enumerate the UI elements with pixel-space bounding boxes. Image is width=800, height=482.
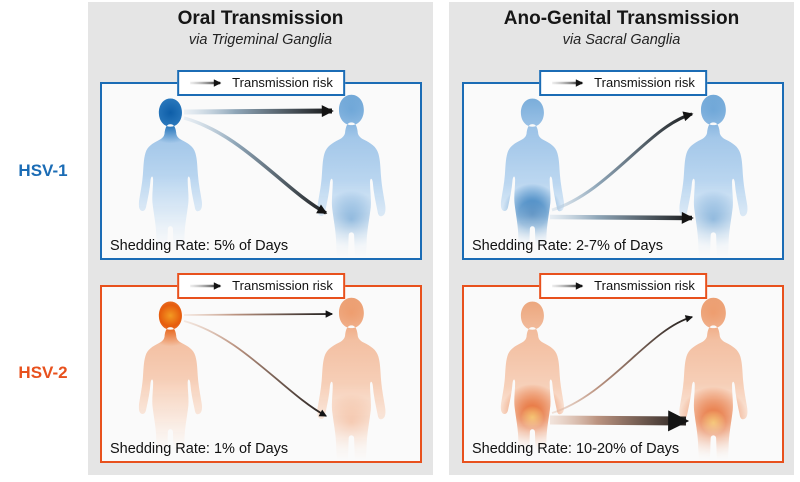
panel-hsv2-anogenital: Transmission risk Shedding Rate: 10-20% … bbox=[462, 273, 784, 463]
person-source-figure bbox=[138, 301, 202, 453]
panel-hsv1-anogenital: Transmission risk Shedding Rate: 2-7% of… bbox=[462, 70, 784, 260]
arrow-mouth-to-mouth bbox=[183, 310, 334, 318]
column-header-oral: Oral Transmission via Trigeminal Ganglia bbox=[88, 7, 433, 49]
arrow-genitals-to-genitals bbox=[549, 211, 694, 224]
transmission-risk-legend: Transmission risk bbox=[539, 70, 707, 96]
transmission-risk-arrow-icon bbox=[190, 281, 222, 290]
arrow-mouth-to-mouth bbox=[183, 105, 334, 118]
transmission-risk-legend: Transmission risk bbox=[539, 273, 707, 299]
shedding-rate-label: Shedding Rate: 5% of Days bbox=[110, 238, 289, 254]
panel-illustration bbox=[500, 94, 748, 258]
shedding-rate-label: Shedding Rate: 1% of Days bbox=[110, 441, 289, 457]
transmission-risk-label: Transmission risk bbox=[232, 278, 333, 293]
arrow-genitals-to-mouth bbox=[551, 315, 694, 414]
person-source-figure bbox=[138, 98, 202, 250]
person-source-figure bbox=[500, 301, 565, 453]
person-recipient-figure bbox=[317, 297, 386, 461]
panel-illustration bbox=[500, 297, 748, 461]
column-header-anogenital: Ano-Genital Transmission via Sacral Gang… bbox=[449, 7, 794, 49]
transmission-risk-label: Transmission risk bbox=[594, 278, 695, 293]
arrow-mouth-to-genitals bbox=[183, 116, 328, 215]
transmission-risk-legend: Transmission risk bbox=[177, 70, 345, 96]
row-label-hsv2: HSV-2 bbox=[18, 363, 68, 382]
transmission-risk-label: Transmission risk bbox=[594, 75, 695, 90]
panel-illustration bbox=[138, 94, 386, 258]
arrow-genitals-to-mouth bbox=[551, 111, 694, 212]
shedding-rate-label: Shedding Rate: 10-20% of Days bbox=[472, 441, 680, 457]
row-label-hsv1: HSV-1 bbox=[18, 161, 68, 180]
person-recipient-figure bbox=[679, 297, 748, 461]
panel-hsv1-oral: Transmission risk Shedding Rate: 5% of D… bbox=[100, 70, 422, 260]
person-recipient-figure bbox=[679, 94, 748, 258]
panel-illustration bbox=[138, 297, 386, 461]
column-title-anogenital: Ano-Genital Transmission bbox=[503, 8, 740, 29]
transmission-risk-arrow-icon bbox=[190, 78, 222, 87]
shedding-rate-label: Shedding Rate: 2-7% of Days bbox=[472, 238, 664, 254]
transmission-risk-arrow-icon bbox=[552, 281, 584, 290]
column-subtitle-oral: via Trigeminal Ganglia bbox=[188, 31, 333, 48]
column-title-oral: Oral Transmission bbox=[177, 8, 344, 29]
transmission-risk-label: Transmission risk bbox=[232, 75, 333, 90]
arrow-mouth-to-genitals bbox=[183, 320, 327, 417]
transmission-risk-arrow-icon bbox=[552, 78, 584, 87]
column-subtitle-anogenital: via Sacral Ganglia bbox=[562, 31, 681, 48]
arrow-genitals-to-genitals bbox=[549, 410, 690, 432]
person-source-figure bbox=[500, 98, 564, 250]
panel-hsv2-oral: Transmission risk Shedding Rate: 1% of D… bbox=[100, 273, 422, 463]
transmission-risk-legend: Transmission risk bbox=[177, 273, 345, 299]
